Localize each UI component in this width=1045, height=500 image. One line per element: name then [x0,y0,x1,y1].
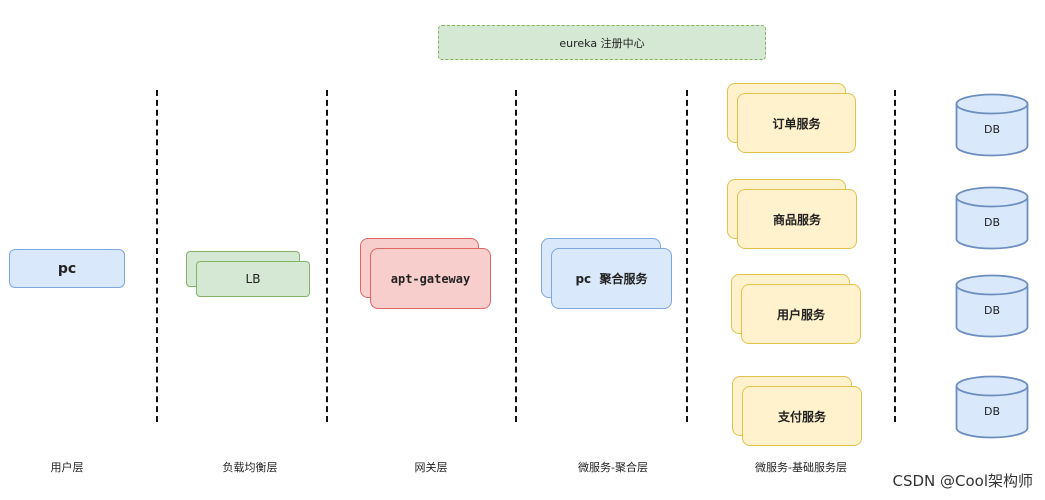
layer-label-aggregate: 微服务-聚合层 [578,461,648,474]
gateway-node: apt-gateway [370,248,491,309]
database-cylinder: DB [955,93,1029,157]
eureka-registry: eureka 注册中心 [438,25,766,60]
layer-label-base-services: 微服务-基础服务层 [755,461,847,474]
layer-label-gateway: 网关层 [414,461,448,474]
database-label: DB [983,405,1001,418]
user-service-node: 用户服务 [741,284,861,344]
database-cylinder: DB [955,274,1029,338]
gateway-node-label: apt-gateway [390,271,471,286]
database-label: DB [983,304,1001,317]
lb-node: LB [196,261,310,297]
database-icon [955,93,1029,157]
database-cylinder: DB [955,375,1029,439]
product-service-label: 商品服务 [772,212,821,227]
layer-divider [894,90,896,422]
lb-node-label: LB [245,272,261,286]
order-service-label: 订单服务 [772,116,821,131]
database-cylinder: DB [955,186,1029,250]
user-service-label: 用户服务 [776,307,825,322]
aggregate-node: pc 聚合服务 [551,248,672,309]
layer-label-user: 用户层 [50,461,84,474]
pc-node: pc [9,249,125,288]
aggregate-node-label: pc 聚合服务 [575,272,648,286]
layer-divider [156,90,158,422]
database-icon [955,274,1029,338]
layer-divider [686,90,688,422]
database-icon [955,375,1029,439]
database-icon [955,186,1029,250]
layer-label-load-balancer: 负载均衡层 [222,461,278,474]
watermark: CSDN @Cool架构师 [892,472,1033,490]
order-service-node: 订单服务 [737,93,856,153]
payment-service-node: 支付服务 [742,386,862,446]
database-label: DB [983,123,1001,136]
product-service-node: 商品服务 [737,189,857,249]
layer-divider [515,90,517,422]
layer-divider [326,90,328,422]
database-label: DB [983,216,1001,229]
pc-node-label: pc [57,260,77,277]
payment-service-label: 支付服务 [777,409,826,424]
